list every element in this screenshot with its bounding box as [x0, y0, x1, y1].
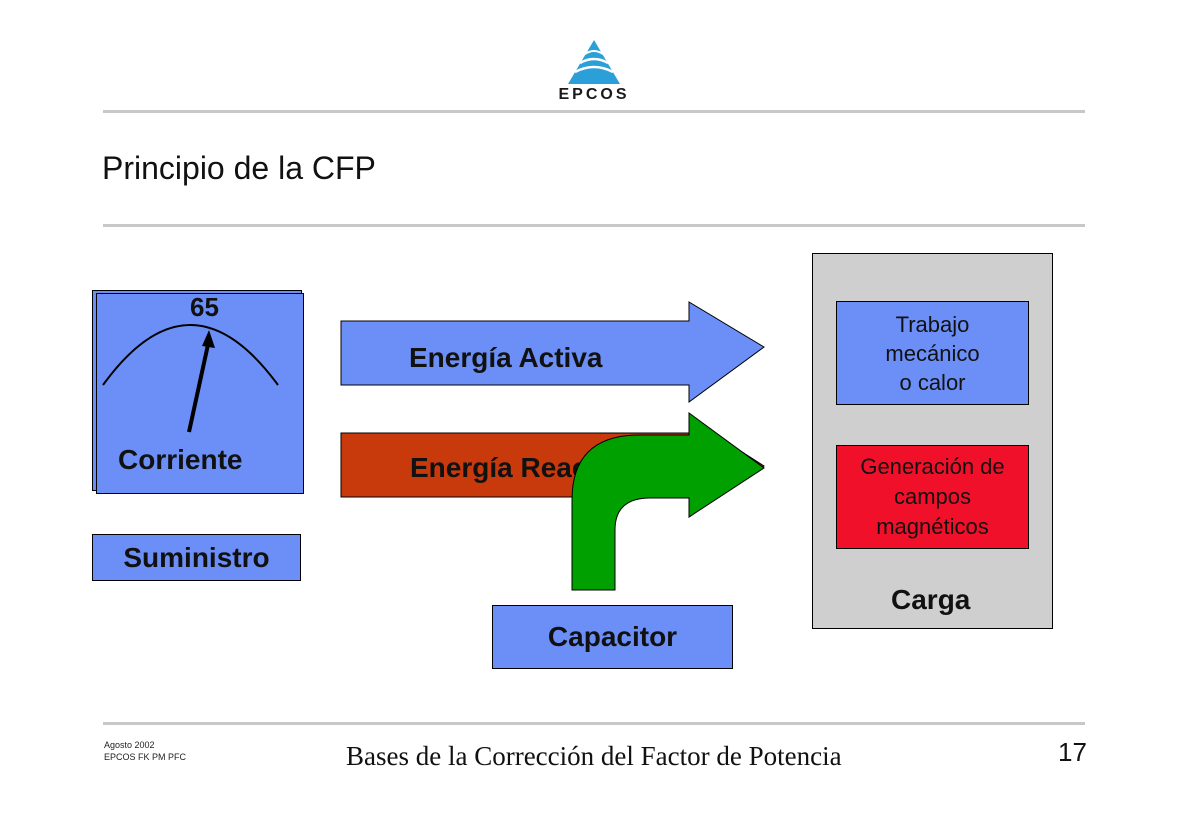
reactive-energy-label: Energía Reactiva: [410, 452, 586, 483]
meter-label: Corriente: [118, 444, 243, 475]
work-line-1: Trabajo: [895, 311, 970, 337]
meter-reading: 65: [190, 292, 219, 322]
title-rule: [103, 224, 1085, 227]
fields-line-1: Generación de: [860, 454, 1005, 479]
work-line-3: o calor: [899, 369, 966, 395]
capacitor-box: Capacitor: [492, 605, 733, 669]
page-title: Principio de la CFP: [102, 150, 376, 186]
footer-date: Agosto 2002: [104, 740, 155, 750]
logo-wordmark: EPCOS: [558, 86, 630, 103]
work-box: Trabajo mecánico o calor: [836, 301, 1029, 405]
load-label: Carga: [891, 584, 971, 615]
fields-line-2: campos: [893, 484, 972, 509]
active-energy-label: Energía Activa: [409, 342, 603, 373]
footer-code: EPCOS FK PM PFC: [104, 752, 187, 762]
page-number: 17: [1058, 737, 1087, 767]
header-rule: [103, 110, 1085, 113]
footer-title: Bases de la Corrección del Factor de Pot…: [346, 741, 842, 771]
fields-line-3: magnéticos: [876, 514, 989, 539]
supply-box: Suministro: [92, 534, 301, 581]
work-line-2: mecánico: [885, 340, 980, 366]
footer-rule: [103, 722, 1085, 725]
magnetic-fields-box: Generación de campos magnéticos: [836, 445, 1029, 549]
